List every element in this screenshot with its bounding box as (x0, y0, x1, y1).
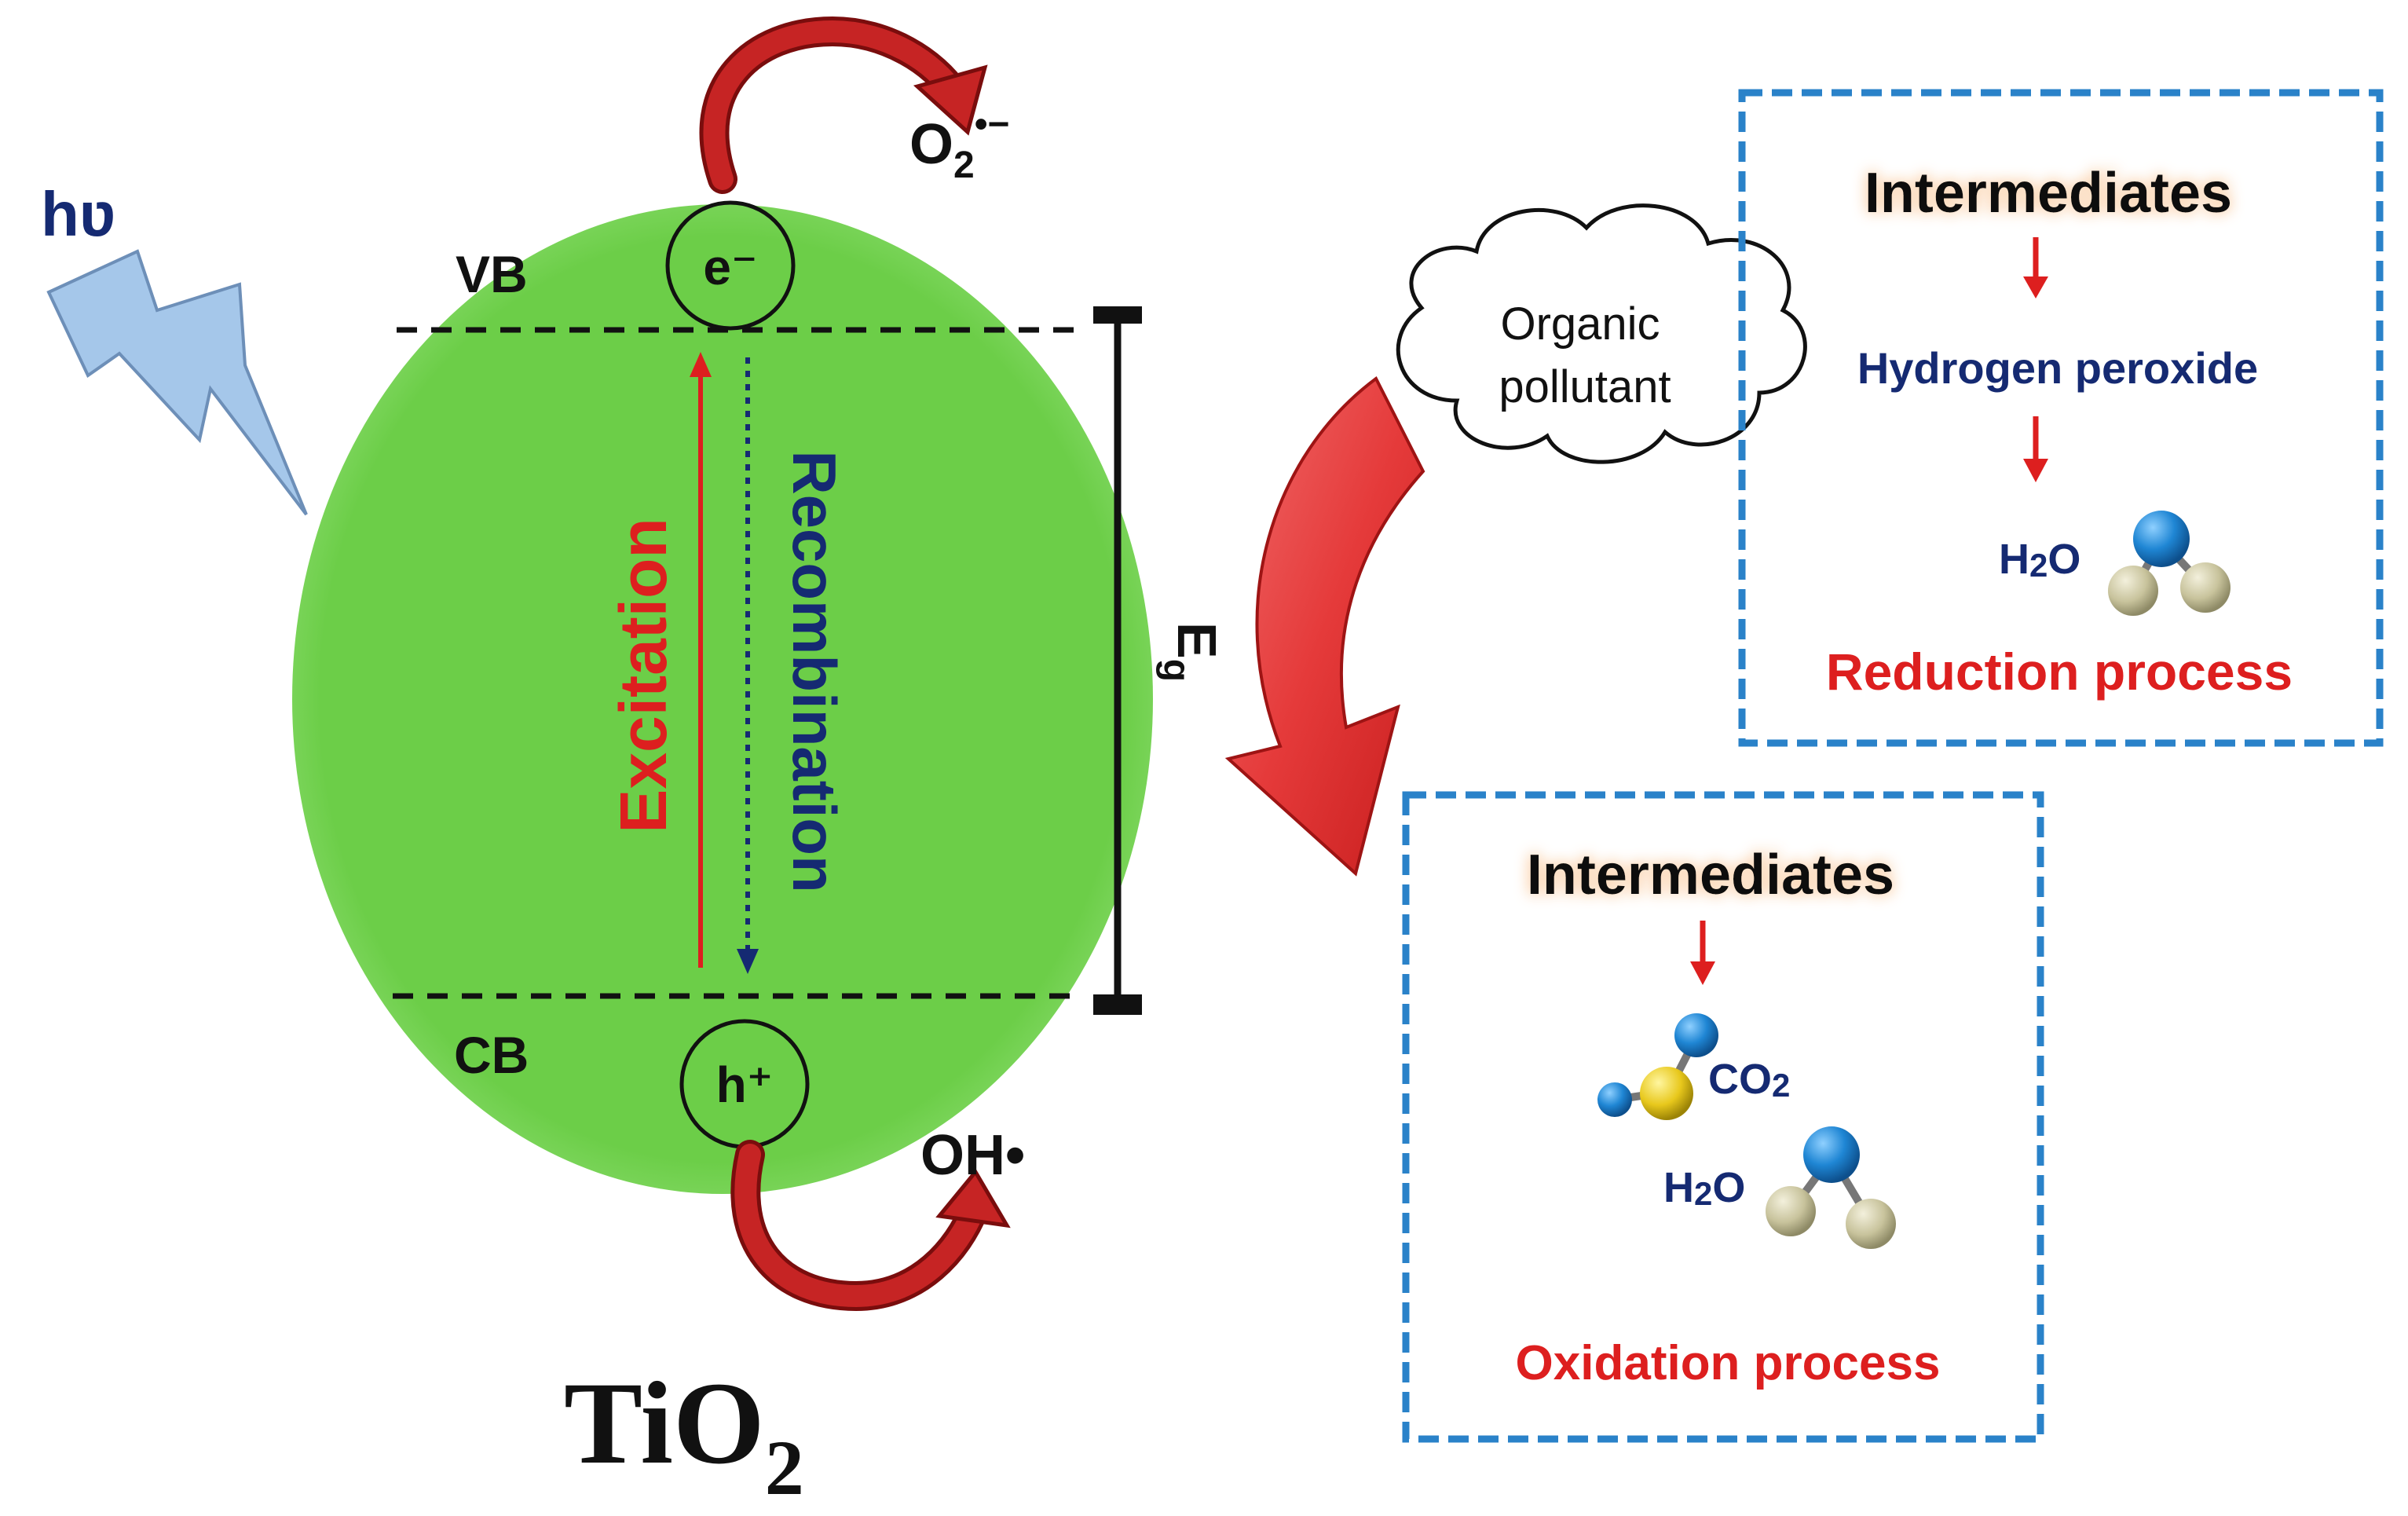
oxidation-box: Intermediates CO2 H2O Oxidation process (1402, 791, 2044, 1443)
oxidation-intermediates: Intermediates (1527, 844, 1894, 906)
electron-circle (665, 200, 796, 331)
pollutant-cloud: Organic pollutant (1396, 203, 1807, 464)
pollutant-line2: pollutant (1499, 361, 1671, 412)
lightning-bolt-icon (46, 249, 308, 516)
tio2-particle (292, 204, 1153, 1194)
recombination-label: Recombination (780, 450, 849, 892)
water-molecule-icon (2108, 511, 2231, 616)
cloud-shape (1396, 203, 1807, 464)
big-red-arrow (1224, 375, 1425, 877)
superoxide-label: O2•− (909, 104, 1010, 186)
hole-label: h⁺ (716, 1056, 774, 1113)
top-curved-arrowhead (913, 64, 988, 136)
excitation-label: Excitation (606, 518, 680, 833)
semiconductor-particle: VB CB e⁻ h⁺ Excitation Recombination Eg (292, 200, 1228, 1194)
vb-label: VB (456, 245, 528, 303)
hydroxyl-label: OH• (920, 1124, 1025, 1187)
co2-label: CO2 (1708, 1056, 1790, 1104)
reduction-process-label: Reduction process (1826, 643, 2293, 701)
recombination-arrowhead (737, 949, 759, 974)
electron-label: e⁻ (703, 239, 757, 295)
bottom-curved-arrowhead (935, 1168, 1011, 1229)
photon-label: hʋ (41, 179, 115, 249)
reduction-water-label: H2O (1999, 536, 2080, 584)
bandgap-cap-top (1093, 306, 1142, 324)
pollutant-line1: Organic (1500, 298, 1660, 350)
superoxide-arrow: O2•− (699, 16, 1010, 194)
cb-label: CB (454, 1026, 529, 1084)
bandgap-label: Eg (1155, 622, 1228, 682)
oxidation-water-label: H2O (1663, 1164, 1745, 1212)
oxidation-box-border (1402, 791, 2044, 1443)
oxidation-arrowhead (1690, 961, 1715, 985)
reduction-box: Intermediates Hydrogen peroxide H2O Redu… (1738, 89, 2384, 747)
tio2-title: TiO2 (564, 1358, 804, 1511)
oxidation-process-label: Oxidation process (1516, 1336, 1941, 1390)
reduction-box-border (1738, 89, 2384, 747)
reduction-intermediates: Intermediates (1865, 162, 2232, 225)
hydroxyl-arrow: OH• (730, 1124, 1025, 1312)
excitation-arrowhead (690, 352, 712, 377)
reduction-arrowhead-2 (2023, 459, 2048, 482)
reduction-product-1: Hydrogen peroxide (1857, 343, 2258, 393)
oxidation-water-molecule-icon (1766, 1126, 1896, 1249)
reduction-arrowhead-1 (2023, 276, 2048, 298)
co2-molecule-icon (1597, 1013, 1718, 1120)
bandgap-cap-bottom (1093, 994, 1142, 1015)
